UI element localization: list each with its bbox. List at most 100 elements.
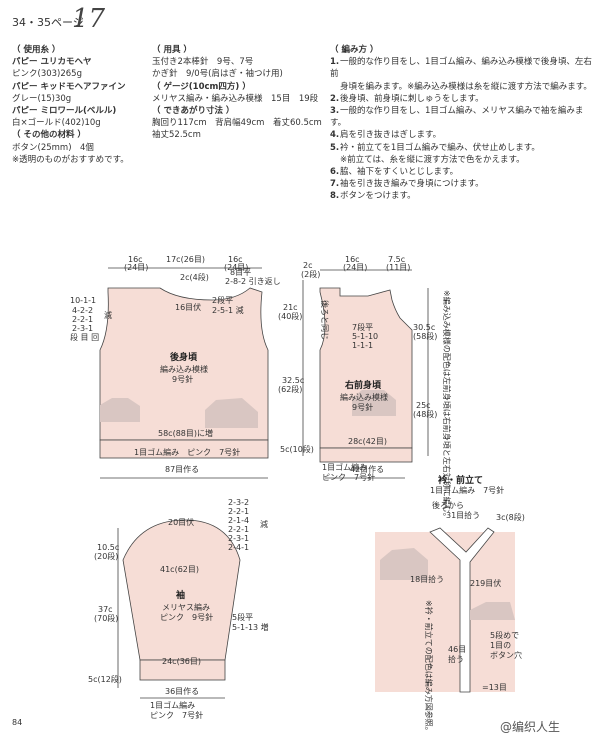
materials-title: （ 使用糸 ）	[12, 45, 61, 55]
sleeve-bottom: 36目作る	[165, 686, 199, 696]
material-line: グレー(15)30g	[12, 93, 72, 104]
front-neck-label: 7段平	[352, 322, 373, 332]
front-needle: 9号針	[352, 402, 373, 412]
sleeve-ribbing	[139, 659, 226, 681]
cap-label: 2-3-2	[228, 498, 249, 507]
step: 4.肩を引き抜きはぎします。	[330, 130, 442, 141]
sleeve-inc: 5-1-13 増	[232, 622, 269, 632]
watermark: @编织人生	[500, 720, 561, 734]
right-dim: (48段)	[413, 409, 437, 419]
dim-label: (24目)	[343, 263, 367, 272]
steps-title: （ 編み方 ）	[330, 45, 379, 55]
back-title: 後身頃	[170, 351, 198, 363]
dim-label: (2段)	[301, 269, 320, 279]
other-line: ボタン(25mm) 4個	[12, 142, 94, 153]
front-labels: 16c (24目) 7.5c (11目) 2c (2段) 後ろと同じ 7段平 5…	[301, 255, 452, 521]
neck-label: 2-8-2 引き返し	[225, 277, 281, 286]
front-neck-label: 5-1-10	[352, 332, 378, 341]
collar-note: ※衿・前立ての配色は編み方図参照。	[424, 600, 434, 735]
rhino-motif	[100, 398, 140, 422]
right-dim: (58段)	[413, 331, 437, 341]
step: ※前立ては、糸を縦に渡す方法で色をかえます。	[340, 154, 525, 165]
side-label: (40段)	[278, 311, 302, 321]
armhole-note: 減	[104, 310, 112, 320]
tool-line: かぎ針 9/0号(肩はぎ・袖つけ用)	[152, 69, 283, 80]
sleeve-dim: 5c(12段)	[88, 674, 122, 684]
armhole-label: 4-2-2	[72, 306, 93, 315]
collar-label: 31目拾う	[446, 510, 480, 520]
right-dim: 25c	[416, 401, 431, 410]
size-line: 袖丈52.5cm	[152, 130, 201, 141]
neck-label: 2c(4段)	[180, 272, 209, 282]
sleeve-dim: (20段)	[94, 551, 118, 561]
rhino-motif	[380, 548, 428, 580]
dim-label: 16c	[228, 255, 243, 264]
step: 3.一般的な作り目をし、1目ゴム編み、メリヤス編みで袖を編みます。	[330, 106, 584, 129]
dim-label: (24目)	[224, 263, 248, 272]
material-line: パピー キッドモヘアファイン	[12, 81, 126, 92]
step: 5.衿・前立てを1目ゴム編みで編み、伏せ止めします。	[330, 142, 540, 153]
step: 7.袖を引き抜き編みで身頃につけます。	[330, 179, 484, 190]
step: 1.一般的な作り目をし、1目ゴム編み、編み込み模様で後身頃、左右前	[330, 57, 592, 80]
back-cast-on: 87目作る	[165, 464, 199, 474]
tools-section: （ 用具 ） 玉付き2本棒針 9号、7号 かぎ針 9/0号(肩はぎ・袖つけ用) …	[152, 44, 327, 142]
sleeve-labels: 20目伏 2-3-2 2-2-1 2-1-4 2-2-1 2-3-1 2-4-1…	[88, 498, 269, 720]
neck-label: 8目平	[230, 268, 251, 277]
tool-line: 玉付き2本棒針 9号、7号	[152, 57, 254, 68]
sleeve-dim: 10.5c	[97, 543, 119, 552]
page-ref: 34・35ページ	[12, 16, 84, 29]
front-cast-on: 42目作る	[350, 464, 384, 474]
tools-title: （ 用具 ）	[152, 45, 192, 55]
dim-label: 7.5c	[388, 255, 405, 264]
dim-label: (11目)	[386, 263, 410, 272]
step: 身頃を編みます。※編み込み模様は糸を縦に渡す方法で編みます。	[340, 81, 592, 92]
cap-label: 2-4-1	[228, 543, 249, 552]
sleeve-inc: 5段平	[232, 612, 253, 622]
dim-label: (24目)	[124, 263, 148, 272]
side-label: (62段)	[278, 384, 302, 394]
side-label: 5c(10段)	[280, 444, 314, 454]
size-title: （ できあがり寸法 ）	[152, 106, 235, 117]
front-note: ※編み込み模様の配色は左前身頃は右前身頃と左右対称に編む。	[442, 290, 452, 521]
front-neck-label: 1-1-1	[352, 341, 373, 350]
collar-label: 46目	[448, 645, 466, 654]
size-line: 胸回り117cm 背肩幅49cm 着丈60.5cm	[152, 118, 322, 129]
armhole-label: 2-2-1	[72, 315, 93, 324]
side-note: 後ろと同じ	[320, 300, 330, 340]
collar-label: 219目伏	[470, 578, 501, 588]
dim-label: 16c	[128, 255, 143, 264]
sleeve-bottom: 1目ゴム編み	[150, 700, 195, 710]
cap-label: 2-1-4	[228, 516, 249, 525]
cap-note: 減	[260, 519, 268, 529]
collar-title: 衿・前立て	[438, 474, 483, 486]
armhole-label: 10-1-1	[70, 296, 96, 305]
materials-section: （ 使用糸 ） パピー ユリカモヘヤ ピンク(303)265g パピー キッドモ…	[12, 44, 152, 166]
cap-label: 2-3-1	[228, 534, 249, 543]
pattern-number: 17	[72, 4, 106, 34]
step: 8.ボタンをつけます。	[330, 191, 416, 202]
material-line: ピンク(303)265g	[12, 69, 82, 80]
armhole-label: 2-3-1	[72, 324, 93, 333]
sleeve-dim: (70段)	[94, 613, 118, 623]
back-labels: 16c (24目) 17c(26目) 16c (24目) 2c(4段) 8目平 …	[70, 255, 314, 474]
sleeve-bottom: 24c(36目)	[162, 657, 201, 666]
armhole-label: 段 目 回	[70, 332, 99, 342]
collar-label: 5段めで	[490, 630, 519, 640]
material-line: 白×ゴールド(402)10g	[12, 118, 101, 129]
right-dim: 30.5c	[413, 323, 435, 332]
rhino-motif	[470, 602, 515, 620]
back-pattern: 編み込み模様	[160, 364, 208, 374]
cap-label: 2-2-1	[228, 507, 249, 516]
sleeve-pattern: メリヤス編み	[162, 602, 210, 612]
other-materials-title: （ その他の材料 ）	[12, 130, 86, 141]
neck-label: 2-5-1 減	[212, 305, 244, 315]
material-line: パピー ミロワール(ベルル)	[12, 106, 117, 117]
rhino-motif	[352, 390, 396, 416]
page-number: 84	[12, 718, 23, 727]
collar-label: 1目の	[490, 641, 511, 650]
sleeve-shape	[122, 519, 241, 661]
step: 6.脇、袖下をすくいとじします。	[330, 167, 459, 178]
sleeve-width: 41c(62目)	[160, 565, 199, 574]
dim-label: 2c	[303, 261, 313, 270]
